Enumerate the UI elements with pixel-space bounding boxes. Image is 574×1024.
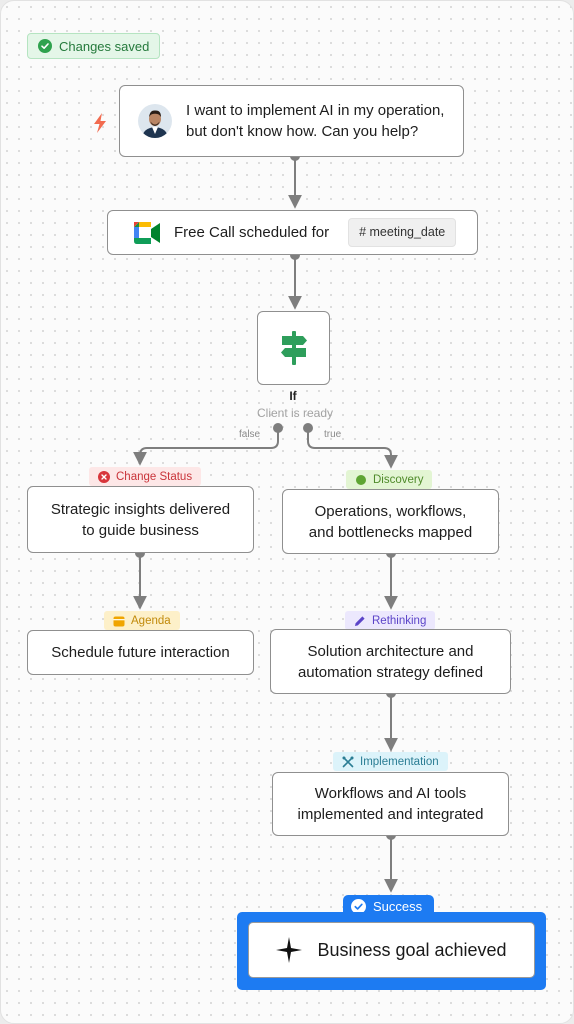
changes-saved-label: Changes saved	[59, 38, 150, 54]
pencil-icon	[354, 615, 366, 627]
strategic-insights-line-1: Strategic insights delivered	[50, 500, 231, 518]
true-branch-label: true	[324, 429, 342, 440]
operations-mapped-node[interactable]: Operations, workflows, and bottlenecks m…	[282, 489, 499, 554]
lightning-icon	[92, 112, 108, 139]
business-goal-node[interactable]: Business goal achieved	[248, 922, 535, 978]
implementation-tag[interactable]: Implementation	[333, 752, 448, 771]
avatar	[138, 104, 172, 138]
signpost-icon	[279, 331, 309, 365]
calendar-icon	[113, 615, 125, 627]
x-circle-icon	[98, 470, 110, 483]
change-status-label: Change Status	[116, 470, 193, 483]
google-meet-icon	[134, 221, 161, 244]
success-container: Business goal achieved	[237, 912, 546, 990]
success-label: Success	[373, 899, 423, 914]
agenda-tag[interactable]: Agenda	[104, 611, 180, 630]
strategic-insights-line-2: to guide business	[82, 521, 199, 539]
false-branch-label: false	[239, 429, 261, 440]
message-line-2: but don't know how. Can you help?	[186, 123, 419, 140]
connector-true-branch	[307, 428, 398, 469]
agenda-label: Agenda	[131, 614, 171, 627]
call-label: Free Call scheduled for	[174, 224, 330, 241]
operations-mapped-line-2: and bottlenecks mapped	[308, 523, 473, 541]
operations-mapped-line-1: Operations, workflows,	[314, 502, 467, 520]
workflows-implemented-line-1: Workflows and AI tools	[314, 785, 467, 802]
solution-architecture-line-1: Solution architecture and	[307, 642, 474, 660]
schedule-future-node[interactable]: Schedule future interaction	[27, 630, 254, 675]
schedule-future-line-1: Schedule future interaction	[51, 644, 230, 661]
rethinking-tag[interactable]: Rethinking	[345, 611, 436, 630]
condition-sublabel: Client is ready	[256, 406, 334, 420]
strategic-insights-node[interactable]: Strategic insights delivered to guide bu…	[27, 486, 254, 553]
workflows-implemented-line-2: implemented and integrated	[297, 806, 484, 823]
message-line-1: I want to implement AI in my operation,	[186, 102, 445, 119]
implementation-label: Implementation	[360, 755, 439, 768]
check-circle-icon	[351, 899, 366, 914]
solution-architecture-line-2: automation strategy defined	[297, 663, 484, 681]
free-call-node[interactable]: Free Call scheduled for # meeting_date	[107, 210, 478, 255]
solution-architecture-node[interactable]: Solution architecture and automation str…	[270, 629, 511, 694]
condition-label: If	[289, 389, 297, 403]
rethinking-label: Rethinking	[372, 614, 427, 627]
change-status-tag[interactable]: Change Status	[89, 467, 202, 486]
discovery-tag[interactable]: Discovery	[346, 470, 433, 489]
condition-node[interactable]	[257, 311, 330, 385]
meeting-date-variable-chip[interactable]: # meeting_date	[348, 218, 457, 247]
discovery-label: Discovery	[373, 473, 424, 486]
client-message-node[interactable]: I want to implement AI in my operation, …	[119, 85, 464, 157]
changes-saved-badge: Changes saved	[27, 33, 161, 59]
business-goal-label: Business goal achieved	[317, 939, 507, 960]
tools-icon	[342, 756, 354, 768]
workflows-implemented-node[interactable]: Workflows and AI tools implemented and i…	[272, 772, 509, 836]
sparkle-icon	[276, 937, 303, 963]
check-circle-icon	[38, 39, 52, 53]
dot-icon	[355, 474, 367, 486]
